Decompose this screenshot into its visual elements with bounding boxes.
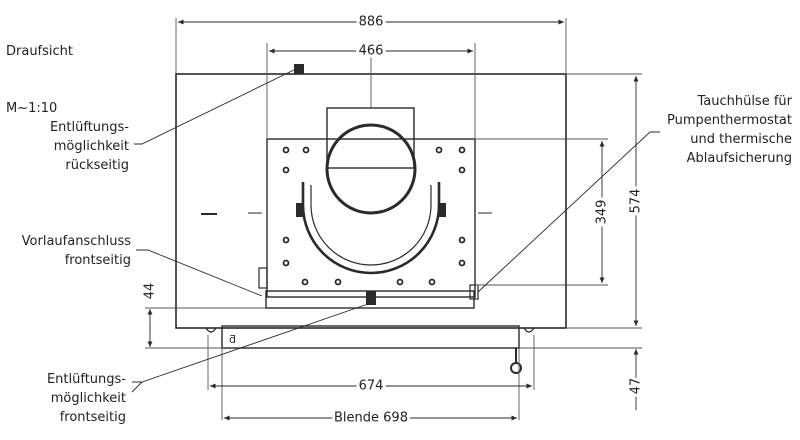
dim-466: 466 bbox=[359, 44, 384, 59]
blende-panel bbox=[221, 325, 520, 349]
view-name: Draufsicht bbox=[6, 44, 74, 59]
callout-entlueftung-rueckseitig: Entlüftungs- möglichkeit rückseitig bbox=[49, 120, 129, 173]
side-mark-left bbox=[201, 213, 217, 215]
front-vent-valve bbox=[366, 291, 376, 305]
callout-vorlaufanschluss: Vorlaufanschluss frontseitig bbox=[21, 234, 131, 268]
leader-entl-front-2 bbox=[131, 381, 143, 393]
blende-feet bbox=[205, 327, 535, 333]
dim-44: 44 bbox=[143, 283, 158, 300]
rear-vent-valve bbox=[294, 64, 304, 74]
view-scale: M~1:10 bbox=[6, 101, 58, 116]
blende-logo: ƌ bbox=[229, 333, 236, 346]
dim-47: 47 bbox=[629, 378, 644, 395]
dim-674: 674 bbox=[359, 379, 384, 394]
leader-entl-front bbox=[132, 303, 369, 383]
combustion-chamber bbox=[301, 182, 441, 275]
callout-entlueftung-frontseitig: Entlüftungs- möglichkeit frontseitig bbox=[46, 372, 126, 425]
clamp-left bbox=[296, 203, 304, 217]
dim-349: 349 bbox=[595, 200, 610, 225]
outer-housing bbox=[175, 73, 567, 329]
leader-tauch bbox=[477, 131, 660, 293]
leader-entl-rueck bbox=[134, 67, 299, 145]
dim-698: Blende 698 bbox=[334, 411, 408, 426]
vorlauf-connector bbox=[258, 267, 268, 289]
chamber-inner-line bbox=[310, 185, 432, 266]
bolt-holes bbox=[282, 146, 466, 286]
leader-vorlauf bbox=[136, 249, 263, 297]
clamp-right bbox=[438, 203, 446, 217]
blende-knob bbox=[510, 362, 522, 374]
dim-886: 886 bbox=[359, 15, 384, 30]
view-title: Draufsicht M~1:10 bbox=[6, 4, 73, 137]
callout-tauchhuelse: Tauchhülse für Pumpenthermostat und ther… bbox=[666, 94, 792, 166]
flue-duct bbox=[326, 107, 415, 169]
flue-pipe bbox=[325, 123, 417, 215]
dim-574: 574 bbox=[629, 189, 644, 214]
